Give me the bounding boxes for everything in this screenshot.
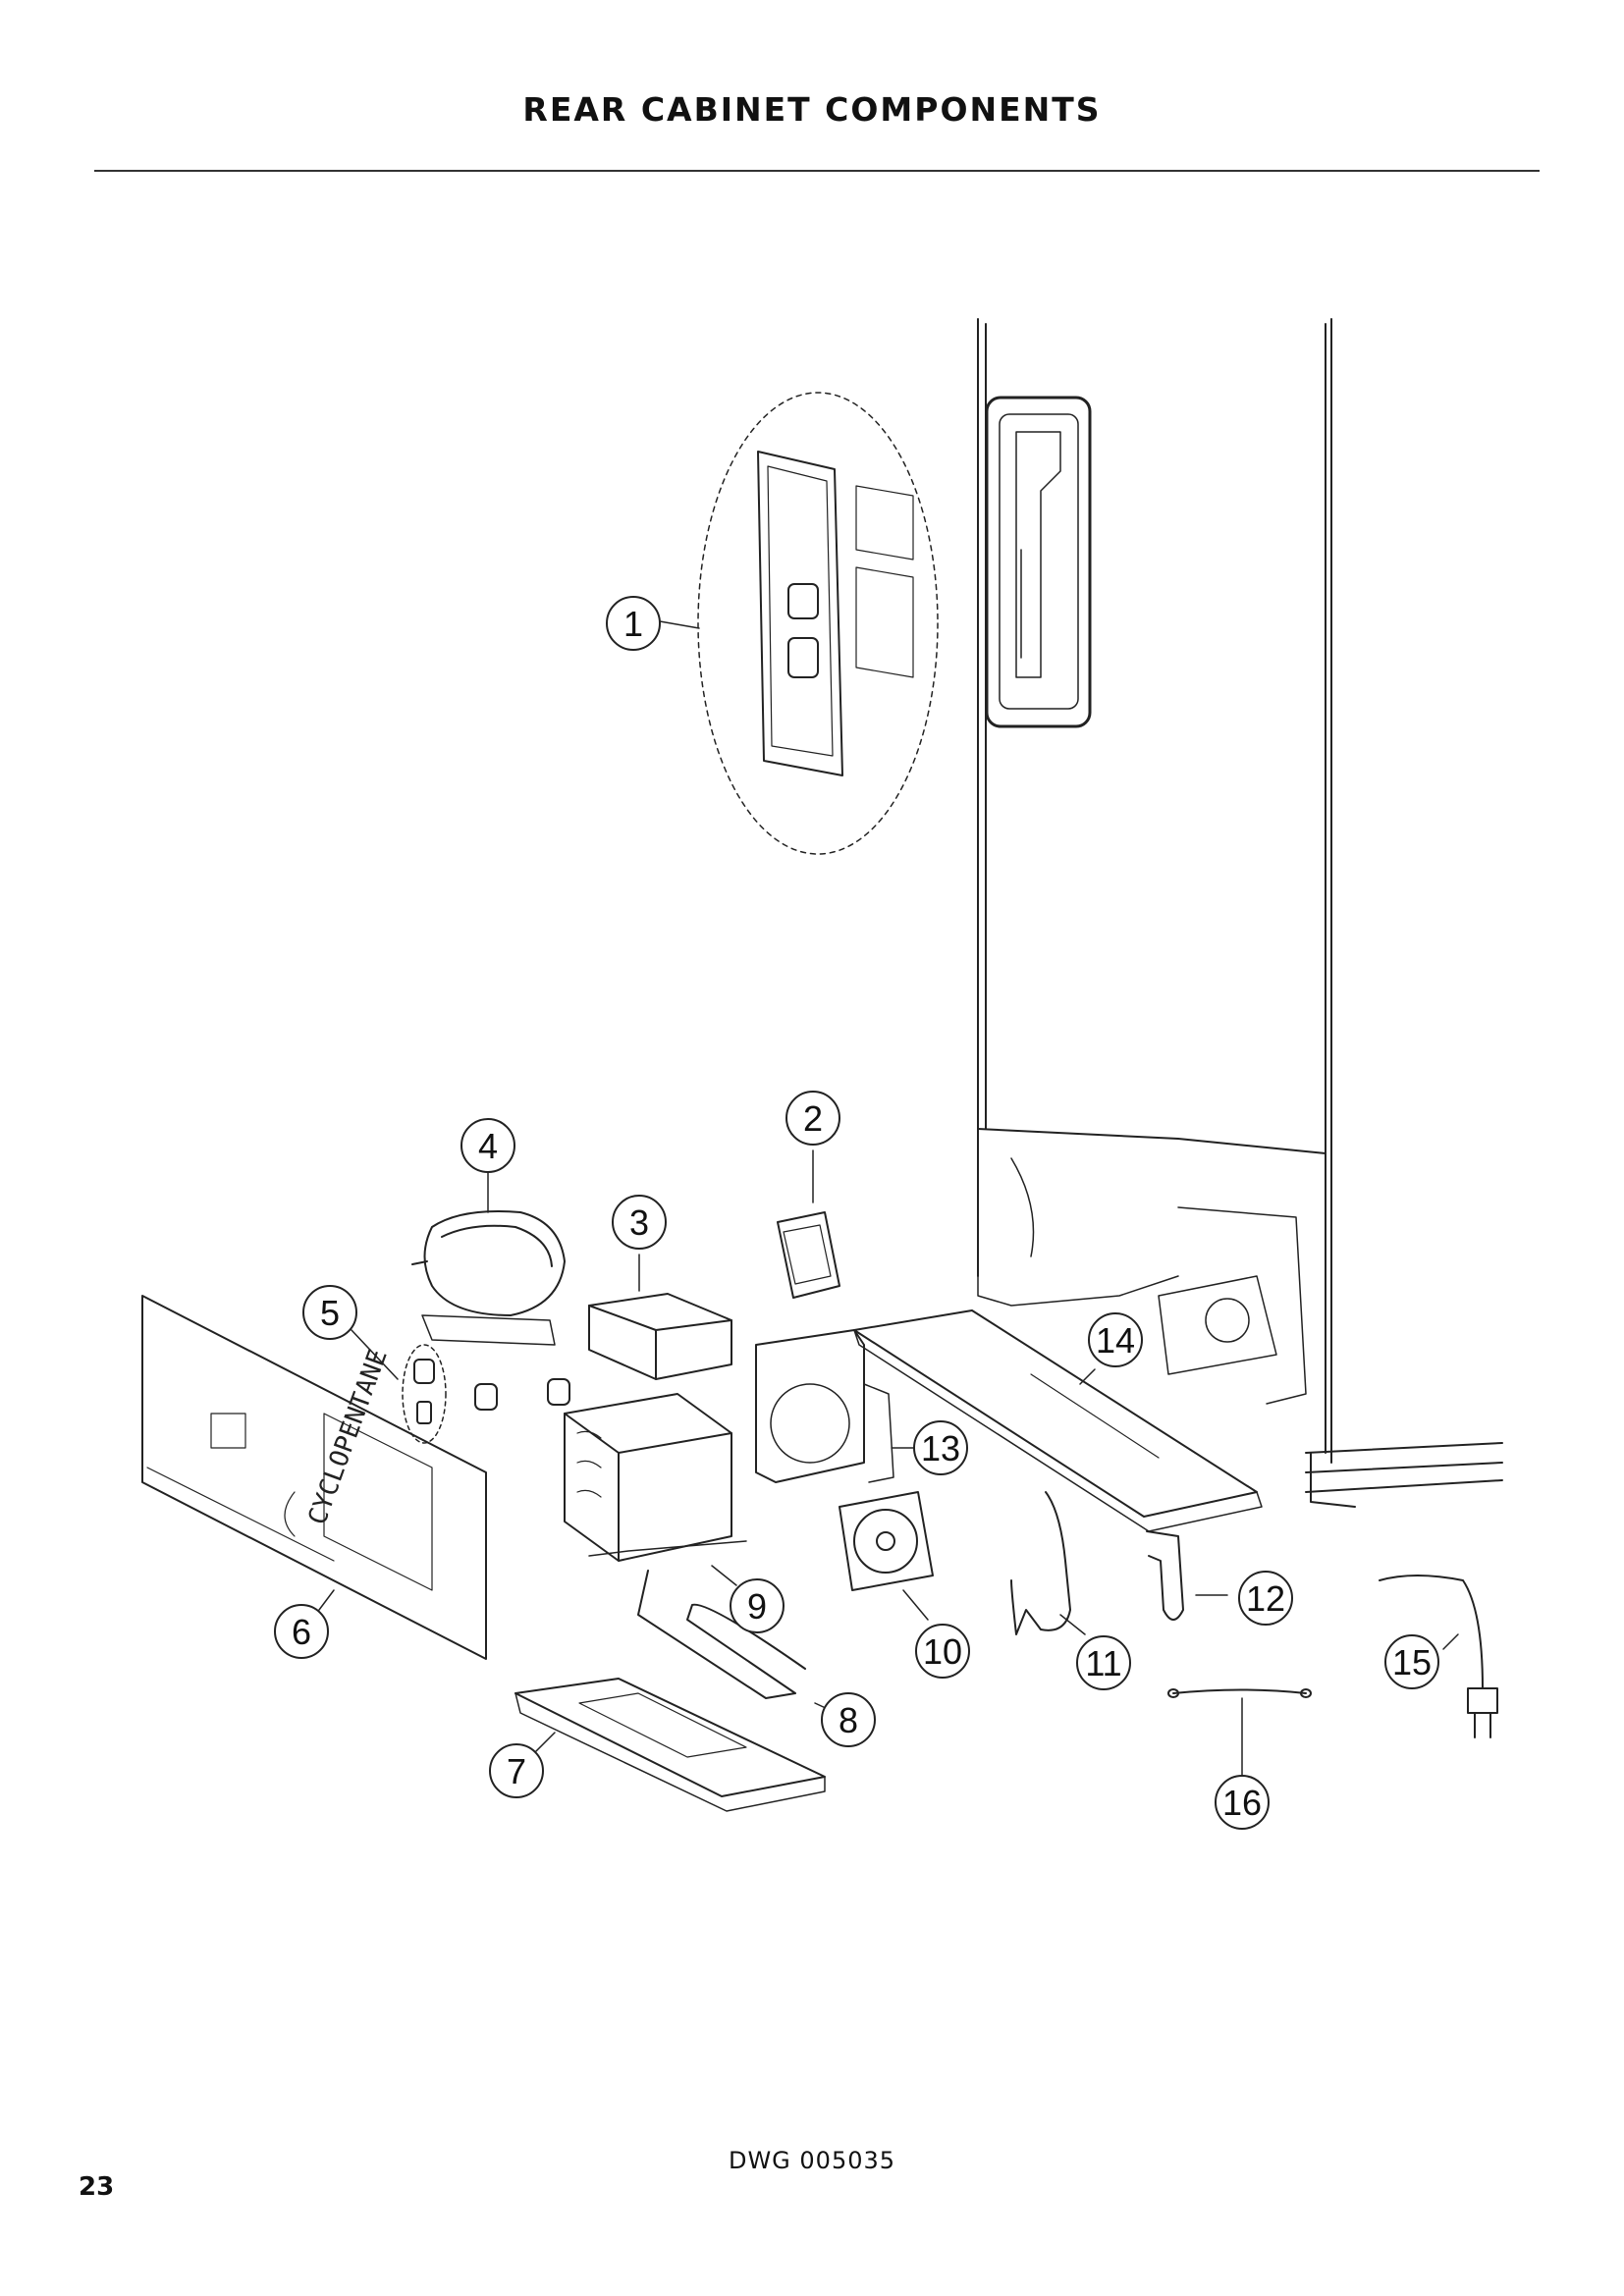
callout-16: 16 — [1215, 1775, 1270, 1830]
callout-14: 14 — [1088, 1312, 1143, 1367]
part-5-grommets — [351, 1329, 570, 1444]
callout-13: 13 — [913, 1420, 968, 1475]
part-14-base-rail — [853, 1309, 1263, 1532]
svg-text:11: 11 — [1085, 1643, 1121, 1683]
part-4-compressor — [411, 1167, 566, 1346]
drawing-number: DWG 005035 — [728, 2147, 896, 2174]
svg-text:8: 8 — [839, 1700, 858, 1740]
callout-5: 5 — [302, 1285, 357, 1340]
svg-text:12: 12 — [1246, 1578, 1285, 1619]
part-16-lead — [1167, 1688, 1312, 1786]
part-10-fan — [839, 1491, 934, 1621]
callout-4: 4 — [460, 1118, 515, 1173]
svg-text:16: 16 — [1222, 1783, 1262, 1823]
svg-text:2: 2 — [803, 1098, 823, 1139]
svg-text:7: 7 — [507, 1751, 526, 1791]
callout-10: 10 — [915, 1624, 970, 1679]
callout-1: 1 — [606, 596, 661, 651]
page-title: REAR CABINET COMPONENTS — [522, 90, 1102, 129]
cabinet-body — [977, 318, 1503, 1508]
part-6-cover-plate — [141, 1295, 487, 1660]
callouts: 1 2 3 4 5 6 7 8 9 10 11 12 13 14 15 16 — [274, 596, 1439, 1830]
callout-3: 3 — [612, 1195, 667, 1250]
svg-text:1: 1 — [623, 604, 643, 644]
callout-6: 6 — [274, 1604, 329, 1659]
part-1-panel — [659, 392, 939, 855]
machine-compartment — [977, 1128, 1307, 1405]
part-11-drain-hose — [1010, 1491, 1086, 1635]
page-number: 23 — [79, 2172, 115, 2202]
callout-15: 15 — [1384, 1634, 1439, 1689]
part-9-condenser — [564, 1393, 747, 1586]
callout-11: 11 — [1076, 1635, 1131, 1690]
svg-text:3: 3 — [629, 1202, 649, 1243]
svg-text:15: 15 — [1392, 1642, 1432, 1682]
part-7-tray — [514, 1678, 826, 1812]
svg-text:4: 4 — [478, 1126, 498, 1166]
part-12-component — [1146, 1530, 1228, 1621]
svg-text:10: 10 — [923, 1631, 962, 1672]
callout-9: 9 — [730, 1578, 785, 1633]
cover-plate-label: CYCLOPENTANE — [302, 1346, 393, 1529]
svg-text:6: 6 — [292, 1612, 311, 1652]
svg-text:9: 9 — [747, 1586, 767, 1627]
part-15-power-cord — [1379, 1575, 1498, 1738]
part-2-module — [777, 1149, 840, 1299]
callout-7: 7 — [489, 1743, 544, 1798]
cabinet-rear-panel — [985, 396, 1092, 728]
svg-text:5: 5 — [320, 1293, 340, 1333]
title-divider — [94, 170, 1540, 172]
callout-12: 12 — [1238, 1571, 1293, 1626]
svg-text:13: 13 — [921, 1428, 960, 1468]
svg-text:14: 14 — [1096, 1320, 1135, 1361]
part-3-box — [588, 1254, 732, 1380]
callout-2: 2 — [785, 1091, 840, 1146]
callout-8: 8 — [821, 1692, 876, 1747]
